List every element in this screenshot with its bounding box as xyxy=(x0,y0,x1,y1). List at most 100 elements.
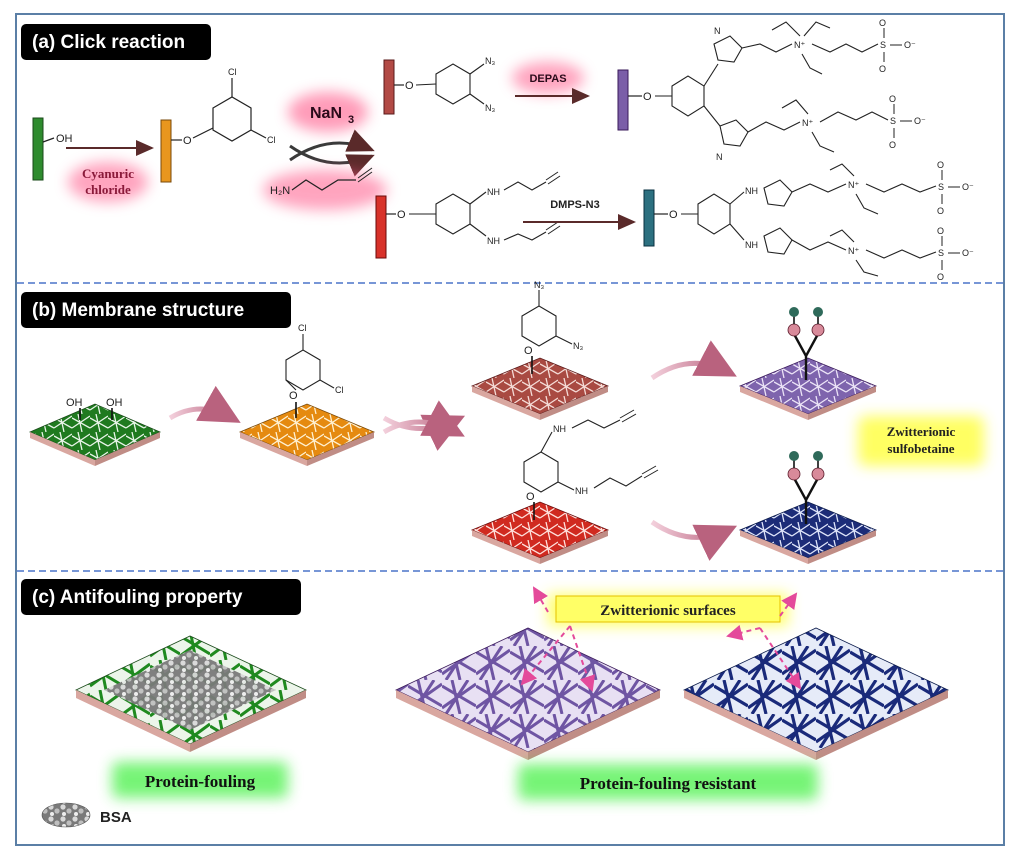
o-minus-1: O⁻ xyxy=(904,40,916,50)
o-label-brown-b: O xyxy=(524,345,533,357)
nh-label-1: NH xyxy=(487,187,500,197)
curve-arrow-b1 xyxy=(168,385,241,423)
o-s-3b: O xyxy=(937,206,944,216)
o-label-brown: O xyxy=(405,80,414,92)
s-label-4: S xyxy=(938,248,944,258)
protein-fouling-glow xyxy=(112,762,288,798)
curve-arrow-lower xyxy=(289,144,375,177)
nh-label-b1: NH xyxy=(553,424,566,434)
pink-dashed-arrows xyxy=(520,586,802,692)
o-label-red: O xyxy=(397,209,406,221)
brown-rod-diazide: O N₃ N₃ xyxy=(383,56,495,115)
cl-label-b1: Cl xyxy=(298,323,307,333)
o-s-4a: O xyxy=(937,226,944,236)
sulfobetaine-label-2: sulfobetaine xyxy=(887,441,954,456)
propargylamine-label: H₂N xyxy=(270,185,290,197)
o-s-1a: O xyxy=(879,18,886,28)
o-minus-3: O⁻ xyxy=(962,182,974,192)
n3-label-2: N₃ xyxy=(485,103,495,113)
o-s-3a: O xyxy=(937,160,944,170)
membrane-navy-resistant xyxy=(683,627,949,760)
membrane-red: O NH NH xyxy=(470,409,659,564)
section-title-b: (b) Membrane structure xyxy=(21,292,291,328)
purple-rod-product: O N N⁺ S O O O⁻ N N⁺ S O O O⁻ xyxy=(617,18,926,162)
bsa-label: BSA xyxy=(100,809,132,826)
bsa-icon xyxy=(41,802,91,828)
triazole-n-1: N xyxy=(714,26,721,36)
o-s-1b: O xyxy=(879,64,886,74)
membrane-brown: O N₃ N₃ xyxy=(470,280,610,420)
membrane-orange: O Cl Cl xyxy=(238,323,376,466)
s-label-1: S xyxy=(880,40,886,50)
sulfobetaine-glow xyxy=(858,416,984,466)
cyanuric-glow xyxy=(68,162,148,202)
o-minus-4: O⁻ xyxy=(962,248,974,258)
nan3-glow xyxy=(288,92,368,132)
membrane-oh-1: OH xyxy=(66,397,83,409)
section-title-c-text: (c) Antifouling property xyxy=(32,587,243,608)
zwitterionic-surfaces-label: Zwitterionic surfaces xyxy=(600,603,736,619)
sulfobetaine-label-1: Zwitterionic xyxy=(887,424,956,439)
green-rod-oh: OH xyxy=(32,117,73,181)
zwitterionic-surfaces-box xyxy=(555,595,781,623)
o-s-2a: O xyxy=(889,94,896,104)
membrane-fouled xyxy=(75,635,307,752)
cyanuric-label-2: chloride xyxy=(85,182,131,197)
nh-label-3: NH xyxy=(745,186,758,196)
nh-label-4: NH xyxy=(745,240,758,250)
membrane-oh-2: OH xyxy=(106,397,123,409)
triazole-n-2: N xyxy=(716,152,723,162)
nan3-label: NaN xyxy=(310,105,342,122)
curve-arrow-b3 xyxy=(382,400,465,437)
section-title-a: (a) Click reaction xyxy=(21,24,211,60)
o-label-orange: O xyxy=(183,135,192,147)
n3-label-1: N₃ xyxy=(485,56,495,66)
section-title-a-text: (a) Click reaction xyxy=(32,32,185,53)
protein-fouling-resistant-label: Protein-fouling resistant xyxy=(580,774,757,793)
protein-fouling-label: Protein-fouling xyxy=(145,772,256,791)
cl-label-top: Cl xyxy=(228,67,237,77)
nh-label-2: NH xyxy=(487,236,500,246)
o-label-orange-b: O xyxy=(289,390,298,402)
n-plus-1: N⁺ xyxy=(794,40,805,50)
red-rod-dialkyne: O NH NH xyxy=(375,171,561,259)
o-s-2b: O xyxy=(889,140,896,150)
curve-arrow-b4 xyxy=(650,340,737,381)
dmps-label: DMPS-N3 xyxy=(550,199,600,211)
nan3-subscript: 3 xyxy=(348,114,354,126)
bsa-legend: BSA xyxy=(41,802,132,828)
o-s-4b: O xyxy=(937,272,944,282)
depas-glow xyxy=(512,62,584,94)
n-plus-4: N⁺ xyxy=(848,246,859,256)
section-title-b-text: (b) Membrane structure xyxy=(32,300,244,321)
n3-label-b1: N₃ xyxy=(534,280,544,290)
oh-label: OH xyxy=(56,133,73,145)
n3-label-b2: N₃ xyxy=(573,341,583,351)
protein-fouling-resistant-glow xyxy=(518,764,818,800)
curve-arrow-b5 xyxy=(650,519,738,561)
orange-rod-triazine: O Cl Cl xyxy=(160,67,276,183)
o-minus-2: O⁻ xyxy=(914,116,926,126)
o-label-purple: O xyxy=(643,91,652,103)
curve-arrow-upper xyxy=(289,129,375,162)
o-label-red-b: O xyxy=(526,491,535,503)
section-title-c: (c) Antifouling property xyxy=(21,579,301,615)
n-plus-2: N⁺ xyxy=(802,118,813,128)
membrane-navy xyxy=(738,451,878,564)
cl-label-b2: Cl xyxy=(335,385,344,395)
membrane-green: OH OH xyxy=(28,397,162,466)
membrane-purple-resistant xyxy=(395,627,661,760)
n-plus-3: N⁺ xyxy=(848,180,859,190)
cyanuric-label-1: Cyanuric xyxy=(82,166,134,181)
cl-label-right: Cl xyxy=(267,135,276,145)
depas-label: DEPAS xyxy=(529,73,566,85)
propargyl-chain xyxy=(291,179,356,191)
teal-rod-product: O NH N⁺ S O O O⁻ NH N⁺ S O O O⁻ xyxy=(643,160,974,282)
s-label-3: S xyxy=(938,182,944,192)
s-label-2: S xyxy=(890,116,896,126)
o-label-teal: O xyxy=(669,209,678,221)
nh-label-b2: NH xyxy=(575,486,588,496)
membrane-purple xyxy=(738,307,878,420)
